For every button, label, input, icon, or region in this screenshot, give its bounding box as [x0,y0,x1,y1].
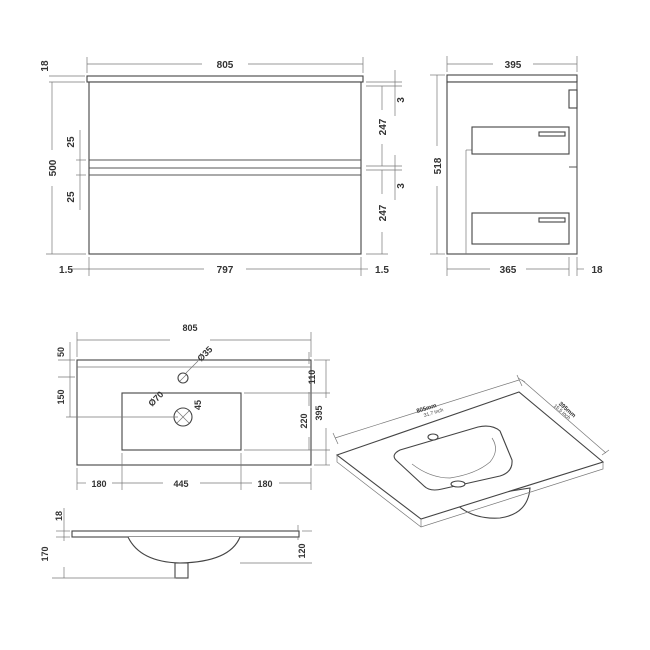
dim-side-overall-depth: 395 [505,60,522,71]
basin-3d-bowl [393,425,513,491]
section-top-slab [71,530,300,538]
section-bowl [127,536,241,564]
basin-3d-view: 805mm 31.7 inch 395mm 15.5 inch [332,374,610,528]
dim-front-margin: 50 [56,347,66,357]
dim-section-top-thickness: 18 [54,511,64,521]
dim-inner-width: 797 [217,265,234,276]
basin-3d-tap-hole [427,433,439,441]
dim-drawer-upper: 247 [378,118,389,135]
dim-3d-width-sub: 31.7 inch [423,407,444,419]
basin-section-view: 18 170 120 [40,508,312,579]
side-upper-drawer [471,126,570,155]
dim-section-bowl-depth: 120 [297,543,307,558]
dim-overall-width: 805 [217,60,234,71]
dim-bowl-depth: 220 [299,413,309,428]
dim-gap-top: 3 [396,97,407,103]
dim-drawer-lower: 247 [378,204,389,221]
dim-handle-recess-lower: 25 [66,191,77,203]
dim-body-height: 500 [48,159,59,176]
basin-3d-waste [450,480,466,488]
dim-3d-width: 805mm [416,403,438,415]
countertop-slab [86,75,364,83]
dim-handle-recess-upper: 25 [66,136,77,148]
side-lower-drawer-handle [538,217,566,223]
dim-basin-depth: 395 [314,405,324,420]
dim-waste-offset: 45 [193,400,203,410]
side-top-slab [446,74,578,83]
basin-plan-view: Ø35 Ø70 45 805 50 150 110 220 395 [56,323,330,490]
dim-front-thickness: 18 [591,265,603,276]
dim-gap-mid: 3 [396,183,407,189]
side-upper-drawer-handle [538,131,566,137]
dim-basin-width: 805 [182,323,197,333]
dim-bowl-top-offset: 150 [56,389,66,404]
dim-back-to-bowl: 110 [307,370,317,385]
dim-side-offset-left: 1.5 [59,265,73,276]
dim-top-thickness: 18 [40,60,51,72]
dim-bowl-width: 445 [173,479,188,489]
dim-cabinet-depth: 365 [500,265,517,276]
front-view: 805 18 500 25 25 3 247 3 247 [40,57,407,276]
dim-right-margin: 180 [257,479,272,489]
side-view: 395 518 365 18 [430,56,603,276]
dim-side-offset-right: 1.5 [375,265,389,276]
dim-left-margin: 180 [91,479,106,489]
dim-section-overall-depth: 170 [40,546,50,561]
section-waste-outlet [174,562,189,579]
side-front-panel [568,89,578,109]
dim-side-overall-height: 518 [433,157,444,174]
